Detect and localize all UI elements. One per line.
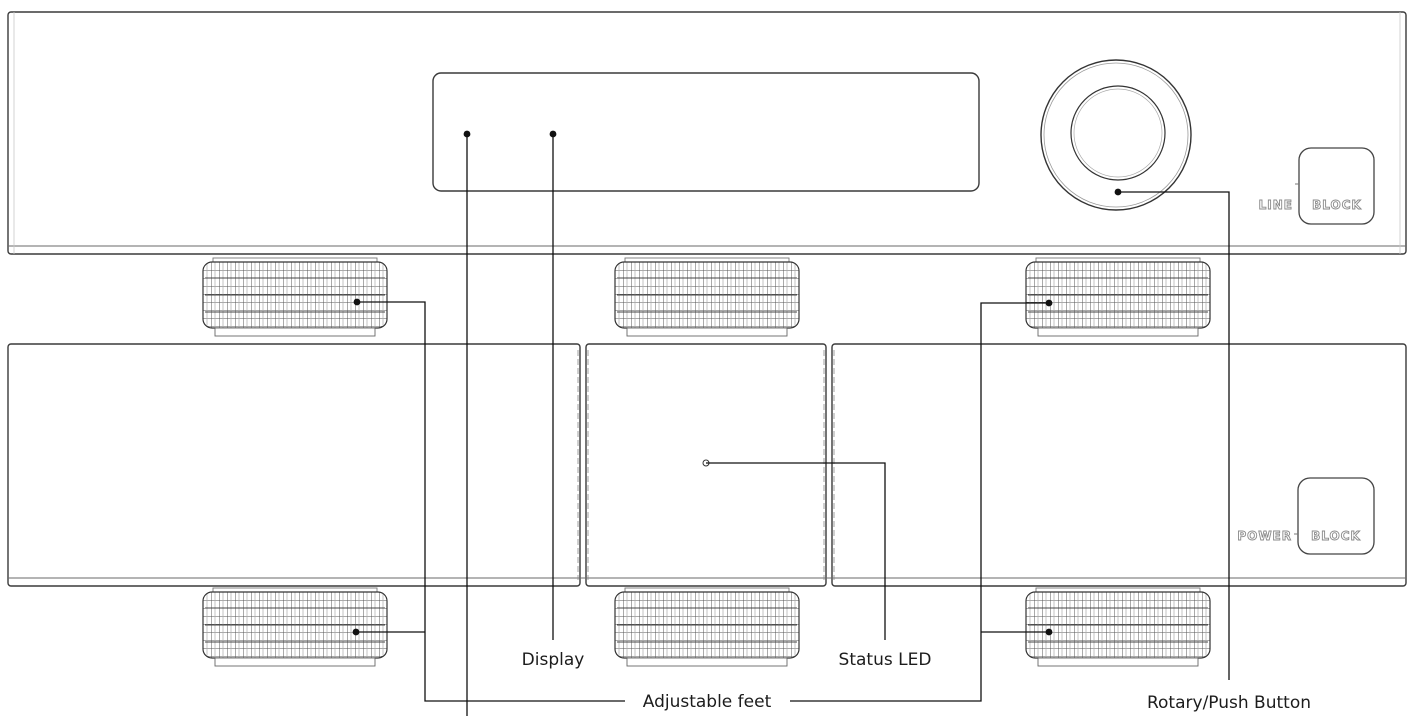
rotary-push-button[interactable] (1040, 59, 1192, 211)
line-block-badge: LINE BLOCK (1258, 147, 1375, 225)
power-block-unit: POWER BLOCK (7, 343, 1407, 587)
foot-top-right (1025, 257, 1211, 337)
line-block-unit: LINE BLOCK (7, 11, 1407, 255)
display-panel (432, 72, 980, 192)
callout-leaders (352, 130, 1230, 716)
power-block-badge-square (1297, 477, 1375, 555)
label-status-led: Status LED (839, 650, 932, 670)
brand-power-text: POWER (1237, 529, 1292, 543)
foot-top-center (614, 257, 800, 337)
label-display: Display (522, 650, 585, 670)
line-block-badge-square (1298, 147, 1375, 225)
label-adjustable-feet: Adjustable feet (643, 692, 772, 712)
foot-bottom-left (202, 587, 388, 667)
power-block-badge: POWER BLOCK (1237, 477, 1375, 555)
brand-block-text-top: BLOCK (1312, 198, 1362, 212)
foot-top-left (202, 257, 388, 337)
foot-bottom-right (1025, 587, 1211, 667)
foot-bottom-center (614, 587, 800, 667)
label-rotary-push-button: Rotary/Push Button (1147, 693, 1311, 713)
brand-block-text-bottom: BLOCK (1311, 529, 1361, 543)
brand-line-text: LINE (1259, 198, 1293, 212)
